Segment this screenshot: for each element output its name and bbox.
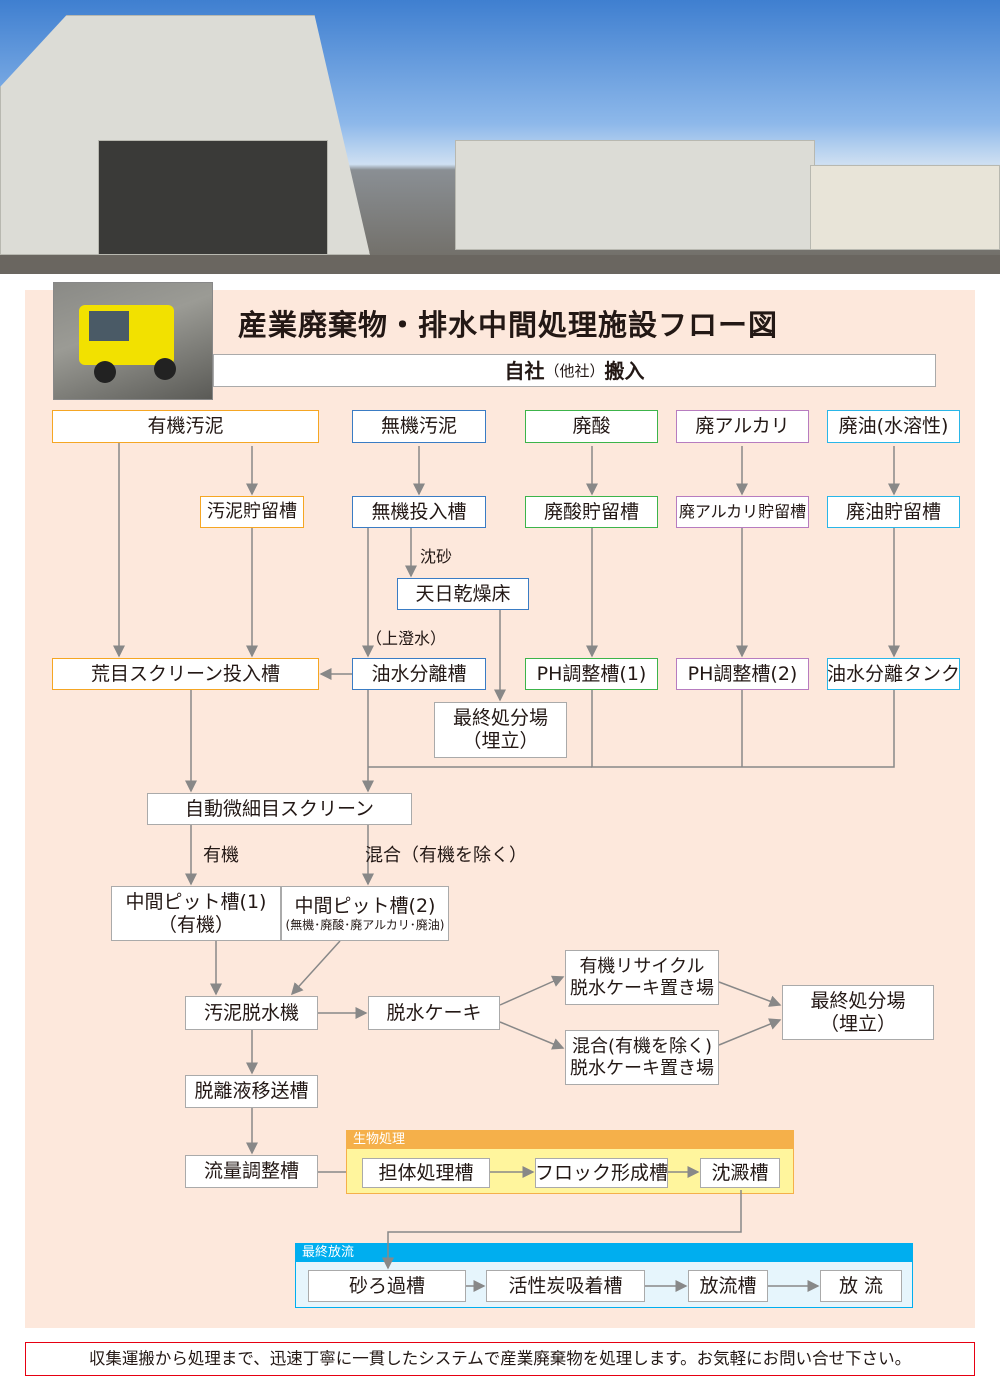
- row3-ph-adjust-2: PH調整槽(2): [676, 658, 809, 690]
- landfill-2-line2: （埋立）: [819, 1012, 896, 1035]
- sand-filter-tank: 砂ろ過槽: [308, 1270, 466, 1302]
- bio-treatment-title: 生物処理: [347, 1131, 793, 1149]
- row3-coarse-screen: 荒目スクリーン投入槽: [52, 658, 319, 690]
- row1-waste-oil: 廃油(水溶性): [827, 410, 960, 443]
- flow-adjust-tank: 流量調整槽: [185, 1155, 318, 1188]
- footer-message: 収集運搬から処理まで、迅速丁寧に一貫したシステムで産業廃棄物を処理します。お気軽…: [25, 1342, 975, 1376]
- pit1-line1: 中間ピット槽(1): [125, 890, 267, 913]
- pit2-line2: (無機･廃酸･廃アルカリ･廃油): [285, 917, 445, 932]
- organic-label: 有機: [203, 845, 239, 866]
- row2-sludge-storage: 汚泥貯留槽: [200, 496, 304, 528]
- sun-dry-bed: 天日乾燥床: [397, 578, 529, 610]
- landfill-1-line1: 最終処分場: [452, 707, 548, 730]
- intermediate-pit-2: 中間ピット槽(2) (無機･廃酸･廃アルカリ･廃油): [281, 886, 449, 941]
- row2-oil-storage: 廃油貯留槽: [827, 496, 960, 528]
- page-title: 産業廃棄物・排水中間処理施設フロー図: [238, 308, 779, 342]
- supernatant-label: （上澄水）: [366, 629, 447, 648]
- row1-waste-alkali: 廃アルカリ: [676, 410, 809, 443]
- intake-sub: （他社）: [544, 361, 605, 380]
- row1-organic-sludge: 有機汚泥: [52, 410, 319, 443]
- row3-ph-adjust-1: PH調整槽(1): [525, 658, 658, 690]
- pit2-line1: 中間ピット槽(2): [294, 894, 436, 917]
- mixed-yard-line1: 混合(有機を除く): [571, 1035, 713, 1057]
- row1-inorganic-sludge: 無機汚泥: [352, 410, 486, 443]
- mixed-yard-line2: 脱水ケーキ置き場: [570, 1057, 714, 1079]
- recycle-line2: 脱水ケーキ置き場: [570, 977, 714, 999]
- mixed-cake-yard: 混合(有機を除く) 脱水ケーキ置き場: [565, 1030, 719, 1085]
- final-discharge-title: 最終放流: [296, 1244, 912, 1262]
- landfill-2-line1: 最終処分場: [810, 989, 906, 1012]
- floc-formation-tank: フロック形成槽: [535, 1158, 668, 1188]
- row3-oil-water-separator: 油水分離槽: [352, 658, 486, 690]
- landfill-box-2: 最終処分場 （埋立）: [782, 985, 934, 1040]
- intake-box: 自社 （他社） 搬入: [213, 354, 936, 387]
- pit1-line2: （有機）: [157, 913, 234, 936]
- sand-label: 沈砂: [420, 547, 453, 566]
- row2-acid-storage: 廃酸貯留槽: [525, 496, 658, 528]
- row1-waste-acid: 廃酸: [525, 410, 658, 443]
- activated-carbon-tank: 活性炭吸着槽: [486, 1270, 645, 1302]
- sludge-dehydrator: 汚泥脱水機: [185, 996, 318, 1030]
- row2-alkali-storage: 廃アルカリ貯留槽: [676, 496, 809, 528]
- dehydrated-cake: 脱水ケーキ: [368, 996, 500, 1030]
- landfill-box-1: 最終処分場 （埋立）: [434, 702, 567, 758]
- intake-main1: 自社: [504, 358, 545, 383]
- separated-liquid-tank: 脱離液移送槽: [185, 1075, 318, 1108]
- mixed-label: 混合（有機を除く）: [365, 845, 527, 866]
- discharge-tank: 放流槽: [688, 1270, 768, 1302]
- facility-photo: [0, 0, 1000, 274]
- row2-inorganic-input: 無機投入槽: [352, 496, 486, 528]
- intake-main2: 搬入: [604, 358, 645, 383]
- carrier-treatment-tank: 担体処理槽: [362, 1158, 490, 1188]
- truck-photo: [53, 282, 213, 400]
- landfill-1-line2: （埋立）: [462, 730, 539, 752]
- recycle-line1: 有機リサイクル: [579, 955, 705, 977]
- row3-oil-separation-tank: 油水分離タンク: [827, 658, 960, 690]
- organic-recycle-yard: 有機リサイクル 脱水ケーキ置き場: [565, 950, 719, 1005]
- auto-fine-screen: 自動微細目スクリーン: [147, 793, 412, 825]
- discharge: 放 流: [820, 1270, 902, 1302]
- settling-tank: 沈澱槽: [700, 1158, 780, 1188]
- intermediate-pit-1: 中間ピット槽(1) （有機）: [111, 886, 281, 941]
